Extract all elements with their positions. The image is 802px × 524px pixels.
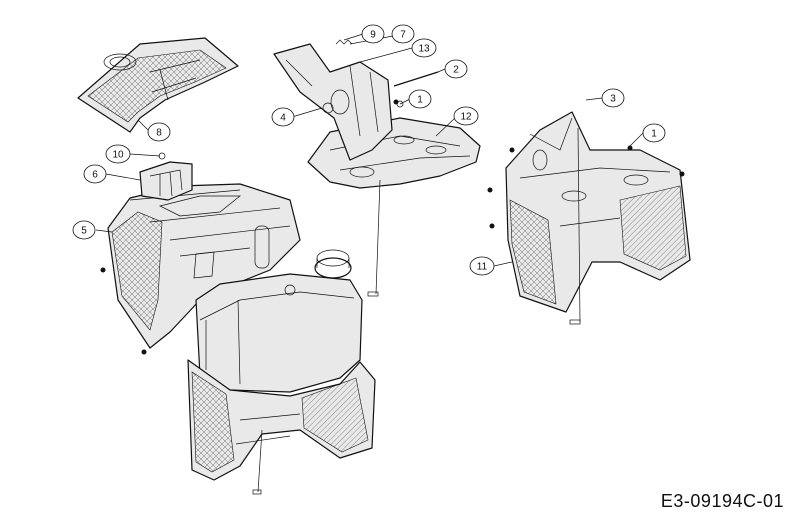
- svg-text:6: 6: [92, 170, 98, 181]
- support-plate-part: [307, 117, 481, 189]
- callout-7: 7: [391, 24, 415, 44]
- callout-6: 6: [83, 164, 107, 184]
- spring-part: [335, 39, 353, 45]
- callout-1a: 1: [408, 89, 432, 109]
- callout-13: 13: [411, 38, 437, 58]
- svg-text:8: 8: [156, 128, 162, 139]
- fuel-tank-part: [195, 249, 363, 393]
- lower-fender-part: [187, 359, 376, 481]
- right-fender-part: [505, 111, 691, 313]
- svg-text:11: 11: [477, 262, 488, 273]
- callout-11: 11: [469, 256, 495, 276]
- callout-5: 5: [72, 220, 96, 240]
- svg-text:13: 13: [418, 44, 430, 55]
- callout-9: 9: [361, 24, 385, 44]
- svg-text:7: 7: [400, 30, 406, 41]
- svg-text:9: 9: [370, 30, 376, 41]
- svg-text:2: 2: [453, 65, 459, 76]
- callout-4: 4: [271, 107, 295, 127]
- drawing-reference-code: E3-09194C-01: [660, 491, 784, 511]
- dash-bracket-part: [139, 152, 193, 201]
- svg-text:4: 4: [280, 113, 286, 124]
- callout-12: 12: [453, 106, 479, 126]
- callout-1b: 1: [642, 123, 666, 143]
- callout-10: 10: [105, 144, 131, 164]
- callout-8: 8: [147, 122, 171, 142]
- callout-2: 2: [444, 59, 468, 79]
- hood-cover-part: [77, 37, 239, 133]
- dash-body-part: [107, 183, 301, 349]
- rod-part: [393, 71, 439, 87]
- screw-fasteners: [100, 99, 685, 355]
- svg-text:5: 5: [81, 226, 87, 237]
- svg-text:3: 3: [610, 94, 616, 105]
- svg-text:12: 12: [460, 112, 472, 123]
- svg-text:10: 10: [112, 150, 124, 161]
- callout-leaders: [95, 33, 644, 267]
- callout-3: 3: [601, 88, 625, 108]
- steering-column-part: [273, 43, 393, 161]
- svg-text:1: 1: [417, 95, 423, 106]
- svg-text:1: 1: [651, 129, 657, 140]
